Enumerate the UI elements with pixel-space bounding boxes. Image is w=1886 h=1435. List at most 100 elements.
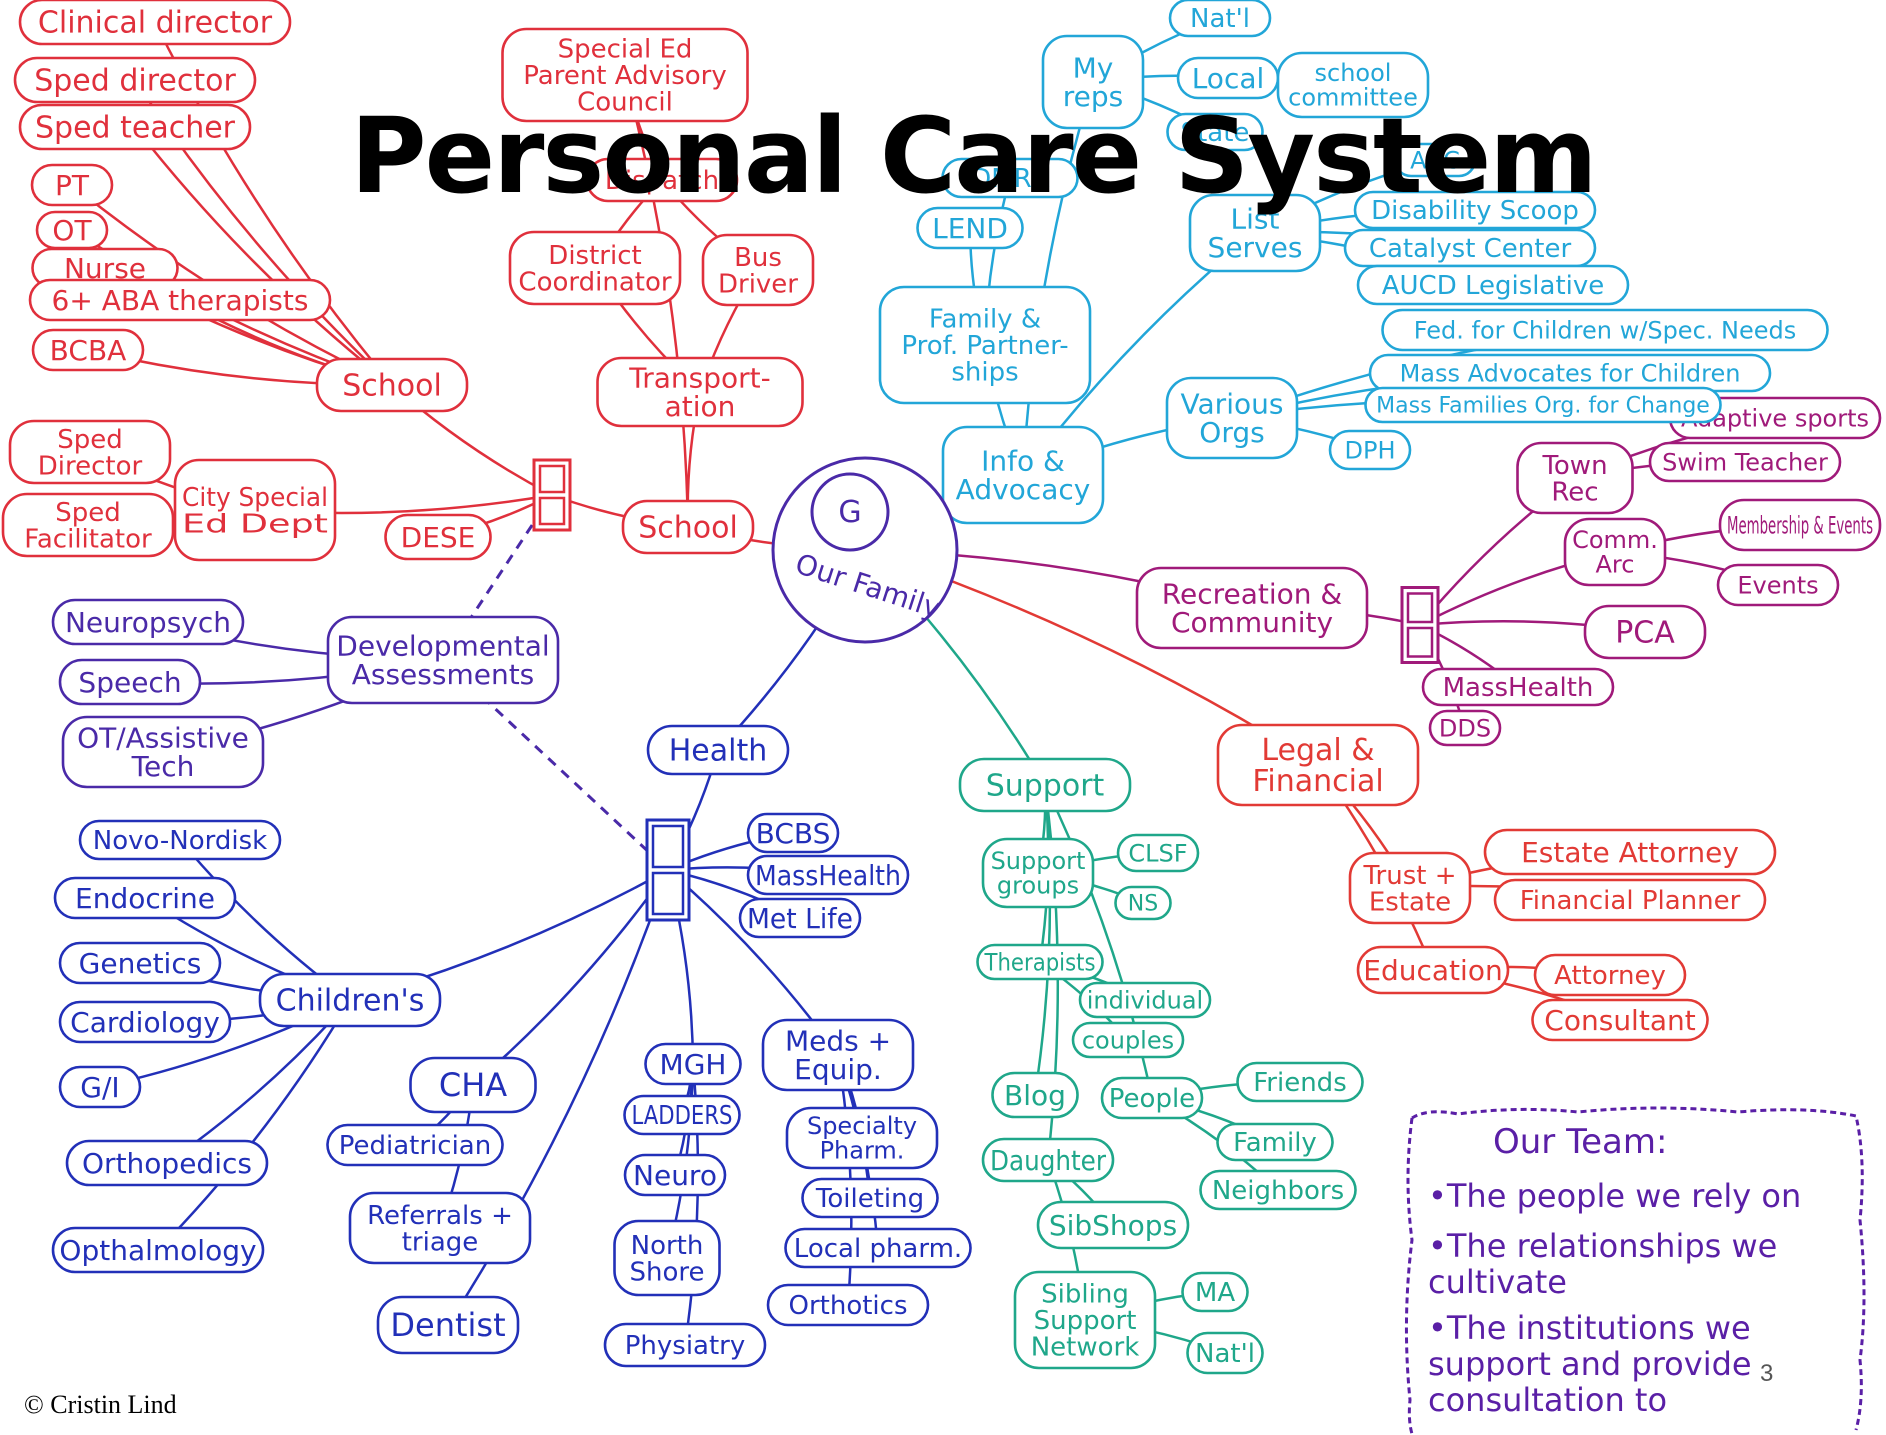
team-item: •The relationships we cultivate [1428,1227,1778,1301]
node-childrens: Children's [258,972,442,1028]
node-events: Events [1716,563,1840,607]
node-mgh: MGH [644,1042,742,1086]
node-label: Daughter [990,1144,1106,1177]
node-pca: PCA [1583,604,1707,660]
node-pt: PT [30,163,114,207]
node-attorney: Attorney [1533,953,1687,997]
node-blog: Blog [991,1071,1079,1119]
node-gi: G/I [58,1065,142,1109]
node-masshealth-h: MassHealth [746,854,910,896]
page-number: 3 [1760,1360,1774,1387]
node-label: Cardiology [70,1006,220,1039]
node-label: couples [1082,1026,1174,1054]
node-label: AAC [1410,146,1460,174]
node-family: Family [1216,1122,1334,1162]
node-label: Disability Scoop [1371,196,1579,226]
node-label: Pediatrician [339,1131,491,1161]
node-orthopedics: Orthopedics [65,1139,269,1187]
node-label: Mass Advocates for Children [1400,359,1741,387]
node-label: Dentist [390,1306,505,1344]
node-aucd: AUCD Legislative [1356,264,1630,306]
node-ns: NS [1114,885,1172,921]
node-financial-planner: Financial Planner [1493,878,1767,922]
node-neuro: Neuro [623,1153,727,1197]
node-label: G/I [80,1071,119,1104]
node-label: DMRK [971,164,1050,194]
node-masshealth-r: MassHealth [1421,667,1615,707]
node-label: Children's [276,984,425,1019]
node-natl-a: Nat'l [1168,0,1272,38]
team-item: •The people we rely on [1428,1177,1802,1215]
node-sped-director: Sped director [13,56,257,104]
connector-line [472,869,670,1086]
node-label: Events [1737,571,1818,599]
node-label: Genetics [79,947,202,980]
node-mass-advocates: Mass Advocates for Children [1368,353,1772,393]
node-label: CHA [439,1066,507,1104]
node-label: Dispatch [605,166,719,196]
node-label: DDS [1439,714,1491,742]
node-label: Catalyst Center [1369,234,1572,264]
node-label: Nat'l [1195,1339,1255,1369]
door-icon [532,458,572,532]
node-daughter: Daughter [981,1137,1115,1183]
node-label: individual [1087,986,1203,1014]
node-people: People [1100,1076,1204,1120]
node-catalyst-center: Catalyst Center [1343,228,1597,268]
node-label: BCBA [50,334,127,367]
node-label: Endocrine [75,882,215,915]
node-label: Toileting [815,1184,924,1214]
node-label: BCBS [756,817,831,850]
node-dph: DPH [1328,429,1412,471]
node-speech: Speech [58,658,202,706]
node-label: Swim Teacher [1662,448,1828,476]
team-item: •The institutions we support and provide… [1428,1309,1752,1419]
node-label: LEND [932,212,1008,245]
node-label: Neuropsych [65,606,231,639]
node-label: Family &Prof. Partner-ships [901,305,1068,388]
node-info-advocacy: Info &Advocacy [941,425,1105,525]
node-natl-s: Nat'l [1186,1331,1264,1375]
node-label: Novo-Nordisk [93,826,267,856]
node-label: People [1109,1084,1195,1114]
page-title: Personal Care System [350,95,1597,217]
node-label: NS [1128,892,1158,917]
node-dese: DESE [384,513,492,561]
node-label: Orthotics [789,1291,908,1321]
node-label: Fed. for Children w/Spec. Needs [1414,316,1797,344]
node-clinical-director: Clinical director [18,0,292,46]
node-label: MA [1195,1278,1235,1308]
node-referrals: Referrals +triage [348,1191,532,1265]
node-bcbs: BCBS [746,812,840,854]
node-clsf: CLSF [1116,833,1200,873]
node-aba: 6+ ABA therapists [28,278,332,322]
node-label: Neighbors [1212,1176,1344,1206]
node-swim-teacher: Swim Teacher [1648,441,1842,483]
node-state: State [1166,112,1264,152]
node-label: Family [1233,1128,1317,1158]
node-family-prof: Family &Prof. Partner-ships [878,285,1092,405]
node-couples: couples [1071,1021,1185,1059]
node-label: Attorney [1554,961,1666,991]
node-label: Referrals +triage [367,1201,513,1258]
door-icon [1400,586,1440,664]
node-label: Mass Families Org. for Change [1376,394,1710,419]
